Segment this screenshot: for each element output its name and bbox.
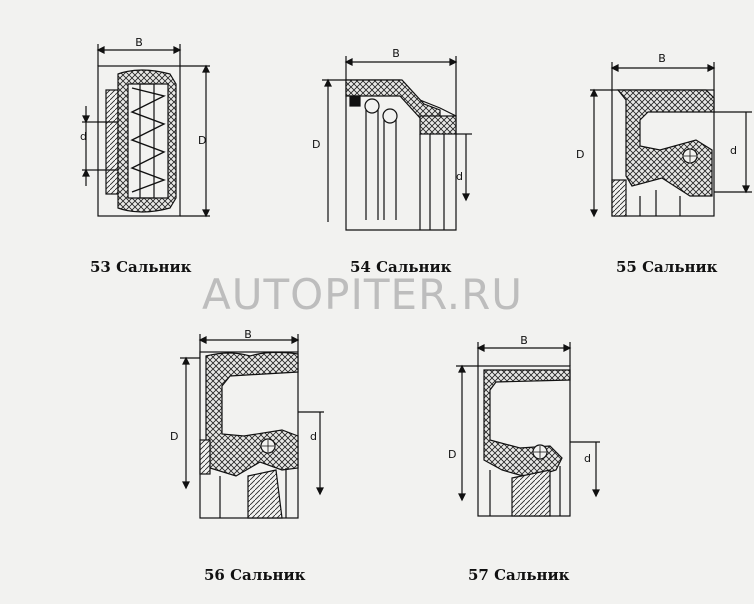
figure-53-outer-diameter-label: D <box>198 134 206 147</box>
figure-55-seal <box>590 62 752 218</box>
figure-53-seal <box>82 44 210 218</box>
figure-56-caption: 56 Сальник <box>204 566 306 584</box>
figure-55-outer-diameter-label: D <box>576 148 584 161</box>
figure-57-seal <box>456 342 600 517</box>
figure-54-outer-diameter-label: D <box>312 138 320 151</box>
watermark: AUTOPITER.RU <box>202 270 524 319</box>
figure-54-inner-diameter-label: d <box>456 170 463 183</box>
figure-56-inner-diameter-label: d <box>310 430 317 443</box>
figure-56-outer-diameter-label: D <box>170 430 178 443</box>
figure-55-caption: 55 Сальник <box>616 258 718 276</box>
figure-57-outer-diameter-label: D <box>448 448 456 461</box>
figure-53-caption: 53 Сальник <box>90 258 192 276</box>
figure-54-width-label: B <box>392 47 400 60</box>
figure-55-width-label: B <box>658 52 666 65</box>
figure-57-width-label: B <box>520 334 528 347</box>
figure-55-inner-diameter-label: d <box>730 144 737 157</box>
figure-53-inner-diameter-label: d <box>80 130 87 143</box>
figure-57-inner-diameter-label: d <box>584 452 591 465</box>
figure-53-width-label: B <box>135 36 143 49</box>
figure-57-caption: 57 Сальник <box>468 566 570 584</box>
figure-56-width-label: B <box>244 328 252 341</box>
figure-54-seal <box>322 56 472 231</box>
figure-54-caption: 54 Сальник <box>350 258 452 276</box>
figure-56-seal <box>180 334 324 519</box>
